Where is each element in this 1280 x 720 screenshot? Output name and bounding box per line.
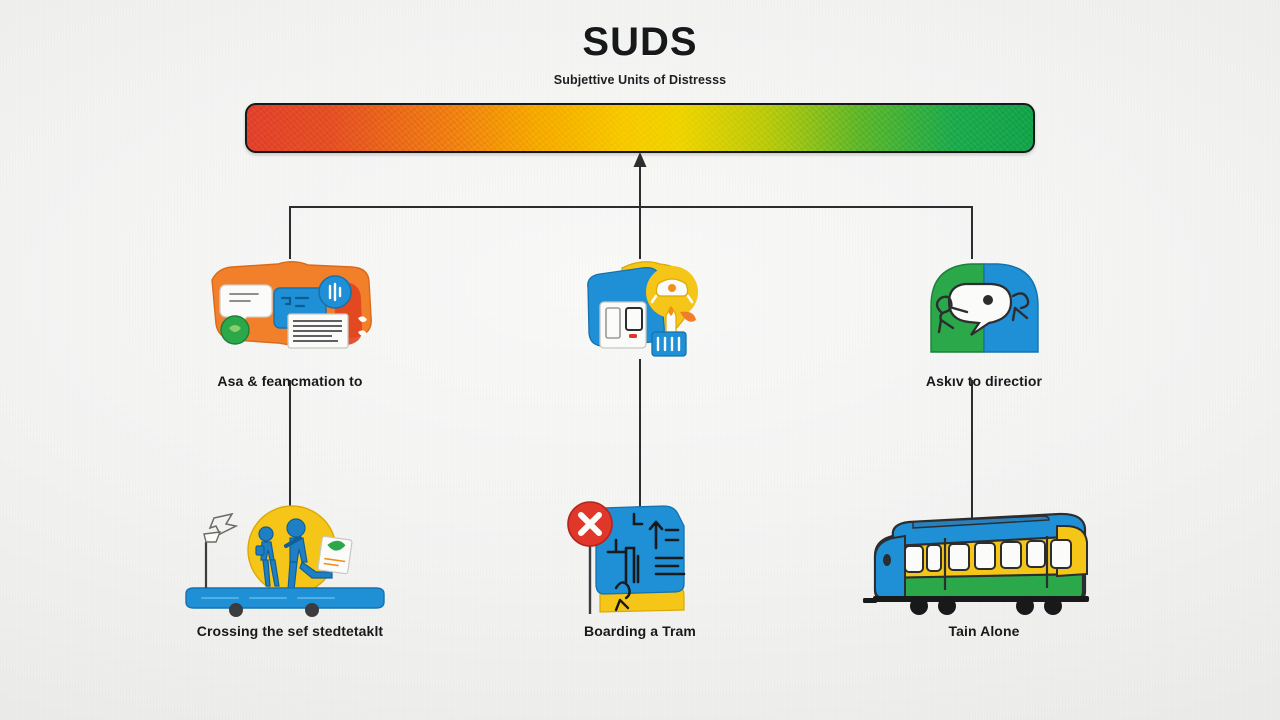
page-subtitle: Subjettive Units of Distresss [553,73,727,87]
node-bot-mid[interactable]: Boarding a Tram [525,501,755,639]
node-label: Boarding a Tram [584,623,696,639]
node-top-mid[interactable] [525,252,755,364]
node-label: Tain Alone [948,623,1020,639]
node-label: Askıv to directior [925,373,1043,389]
node-top-left[interactable]: Asa & feancmation to [175,252,405,389]
speech-bubble-document-icon [175,252,405,364]
header: SUDS Subjettive Units of Distresss [0,22,1280,87]
suds-scale-bar [245,103,1035,153]
pedestrian-crossing-icon [175,502,405,617]
node-label: Crossing the sef stedtetaklt [196,623,384,639]
node-label: Asa & feancmation to [217,373,363,389]
suds-gradient-fill [245,103,1035,153]
ticket-machine-icon [525,252,755,364]
asking-directions-icon [869,252,1099,364]
node-top-right[interactable]: Askıv to directior [869,252,1099,389]
tram-icon [863,502,1099,615]
node-bot-left[interactable]: Crossing the sef stedtetaklt [175,502,405,639]
no-entry-sign-icon [525,501,755,614]
page-title: SUDS [582,20,698,64]
node-bot-right[interactable]: Tain Alone [863,502,1099,639]
